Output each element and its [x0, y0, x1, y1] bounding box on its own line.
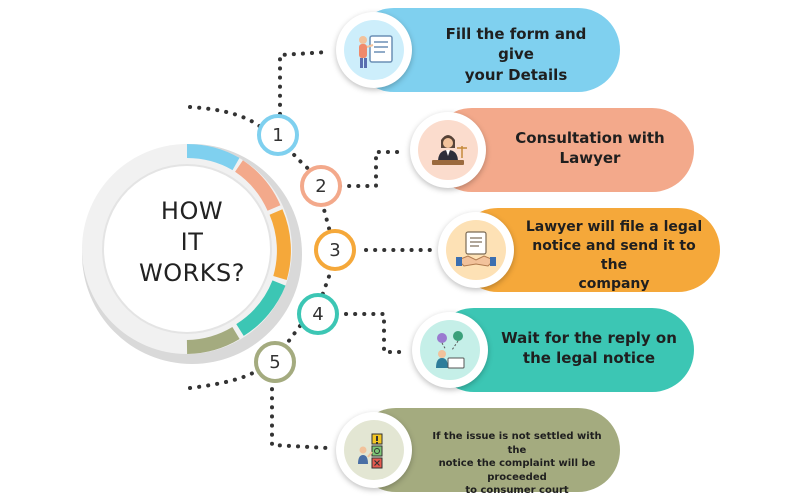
connector-left-bottom [188, 368, 260, 390]
handshake-document-icon [446, 220, 506, 280]
connector-1-pill1 [278, 50, 330, 116]
center-disc-inner [103, 165, 271, 333]
person-waiting-icon [420, 320, 480, 380]
checklist-icon [344, 420, 404, 480]
connector-2-pill2 [338, 150, 406, 188]
center-disc-ring [102, 164, 272, 334]
title-line-2: IT [180, 228, 204, 257]
connector-4-5 [286, 324, 302, 344]
step-1-icon-disc [336, 12, 412, 88]
connector-2-3 [320, 200, 332, 234]
step-number-5: 5 [254, 341, 296, 383]
step-number-1: 1 [257, 114, 299, 156]
step-5-text: If the issue is not settled with the not… [432, 431, 602, 496]
title-line-1: HOW [160, 197, 224, 225]
center-arc-blue [186, 143, 240, 171]
step-4-text: Wait for the reply on the legal notice [501, 329, 677, 368]
center-arc-teal [236, 280, 286, 336]
connector-left-top [188, 105, 264, 130]
step-1-text: Fill the form and give your Details [445, 25, 587, 84]
step-4-icon-disc [412, 312, 488, 388]
step-3-text: Lawyer will file a legal notice and send… [525, 219, 703, 292]
form-filling-icon [344, 20, 404, 80]
step-2-text: Consultation with Lawyer [515, 129, 665, 168]
center-title: HOW IT WORKS? [112, 196, 272, 290]
step-number-2: 2 [300, 165, 342, 207]
center-arc-peach [234, 160, 281, 212]
step-5-icon-disc [336, 412, 412, 488]
center-arc-olive [186, 326, 240, 354]
connector-3-4 [320, 266, 334, 298]
lawyer-icon [418, 120, 478, 180]
center-arc-orange [269, 209, 291, 280]
connector-4-pill4 [344, 312, 406, 354]
connector-1-2 [286, 146, 314, 174]
step-2-icon-disc [410, 112, 486, 188]
title-line-3: WORKS? [138, 259, 245, 288]
step-3-icon-disc [438, 212, 514, 288]
step-number-3: 3 [314, 229, 356, 271]
step-number-4: 4 [297, 293, 339, 335]
connector-5-pill5 [270, 378, 330, 450]
